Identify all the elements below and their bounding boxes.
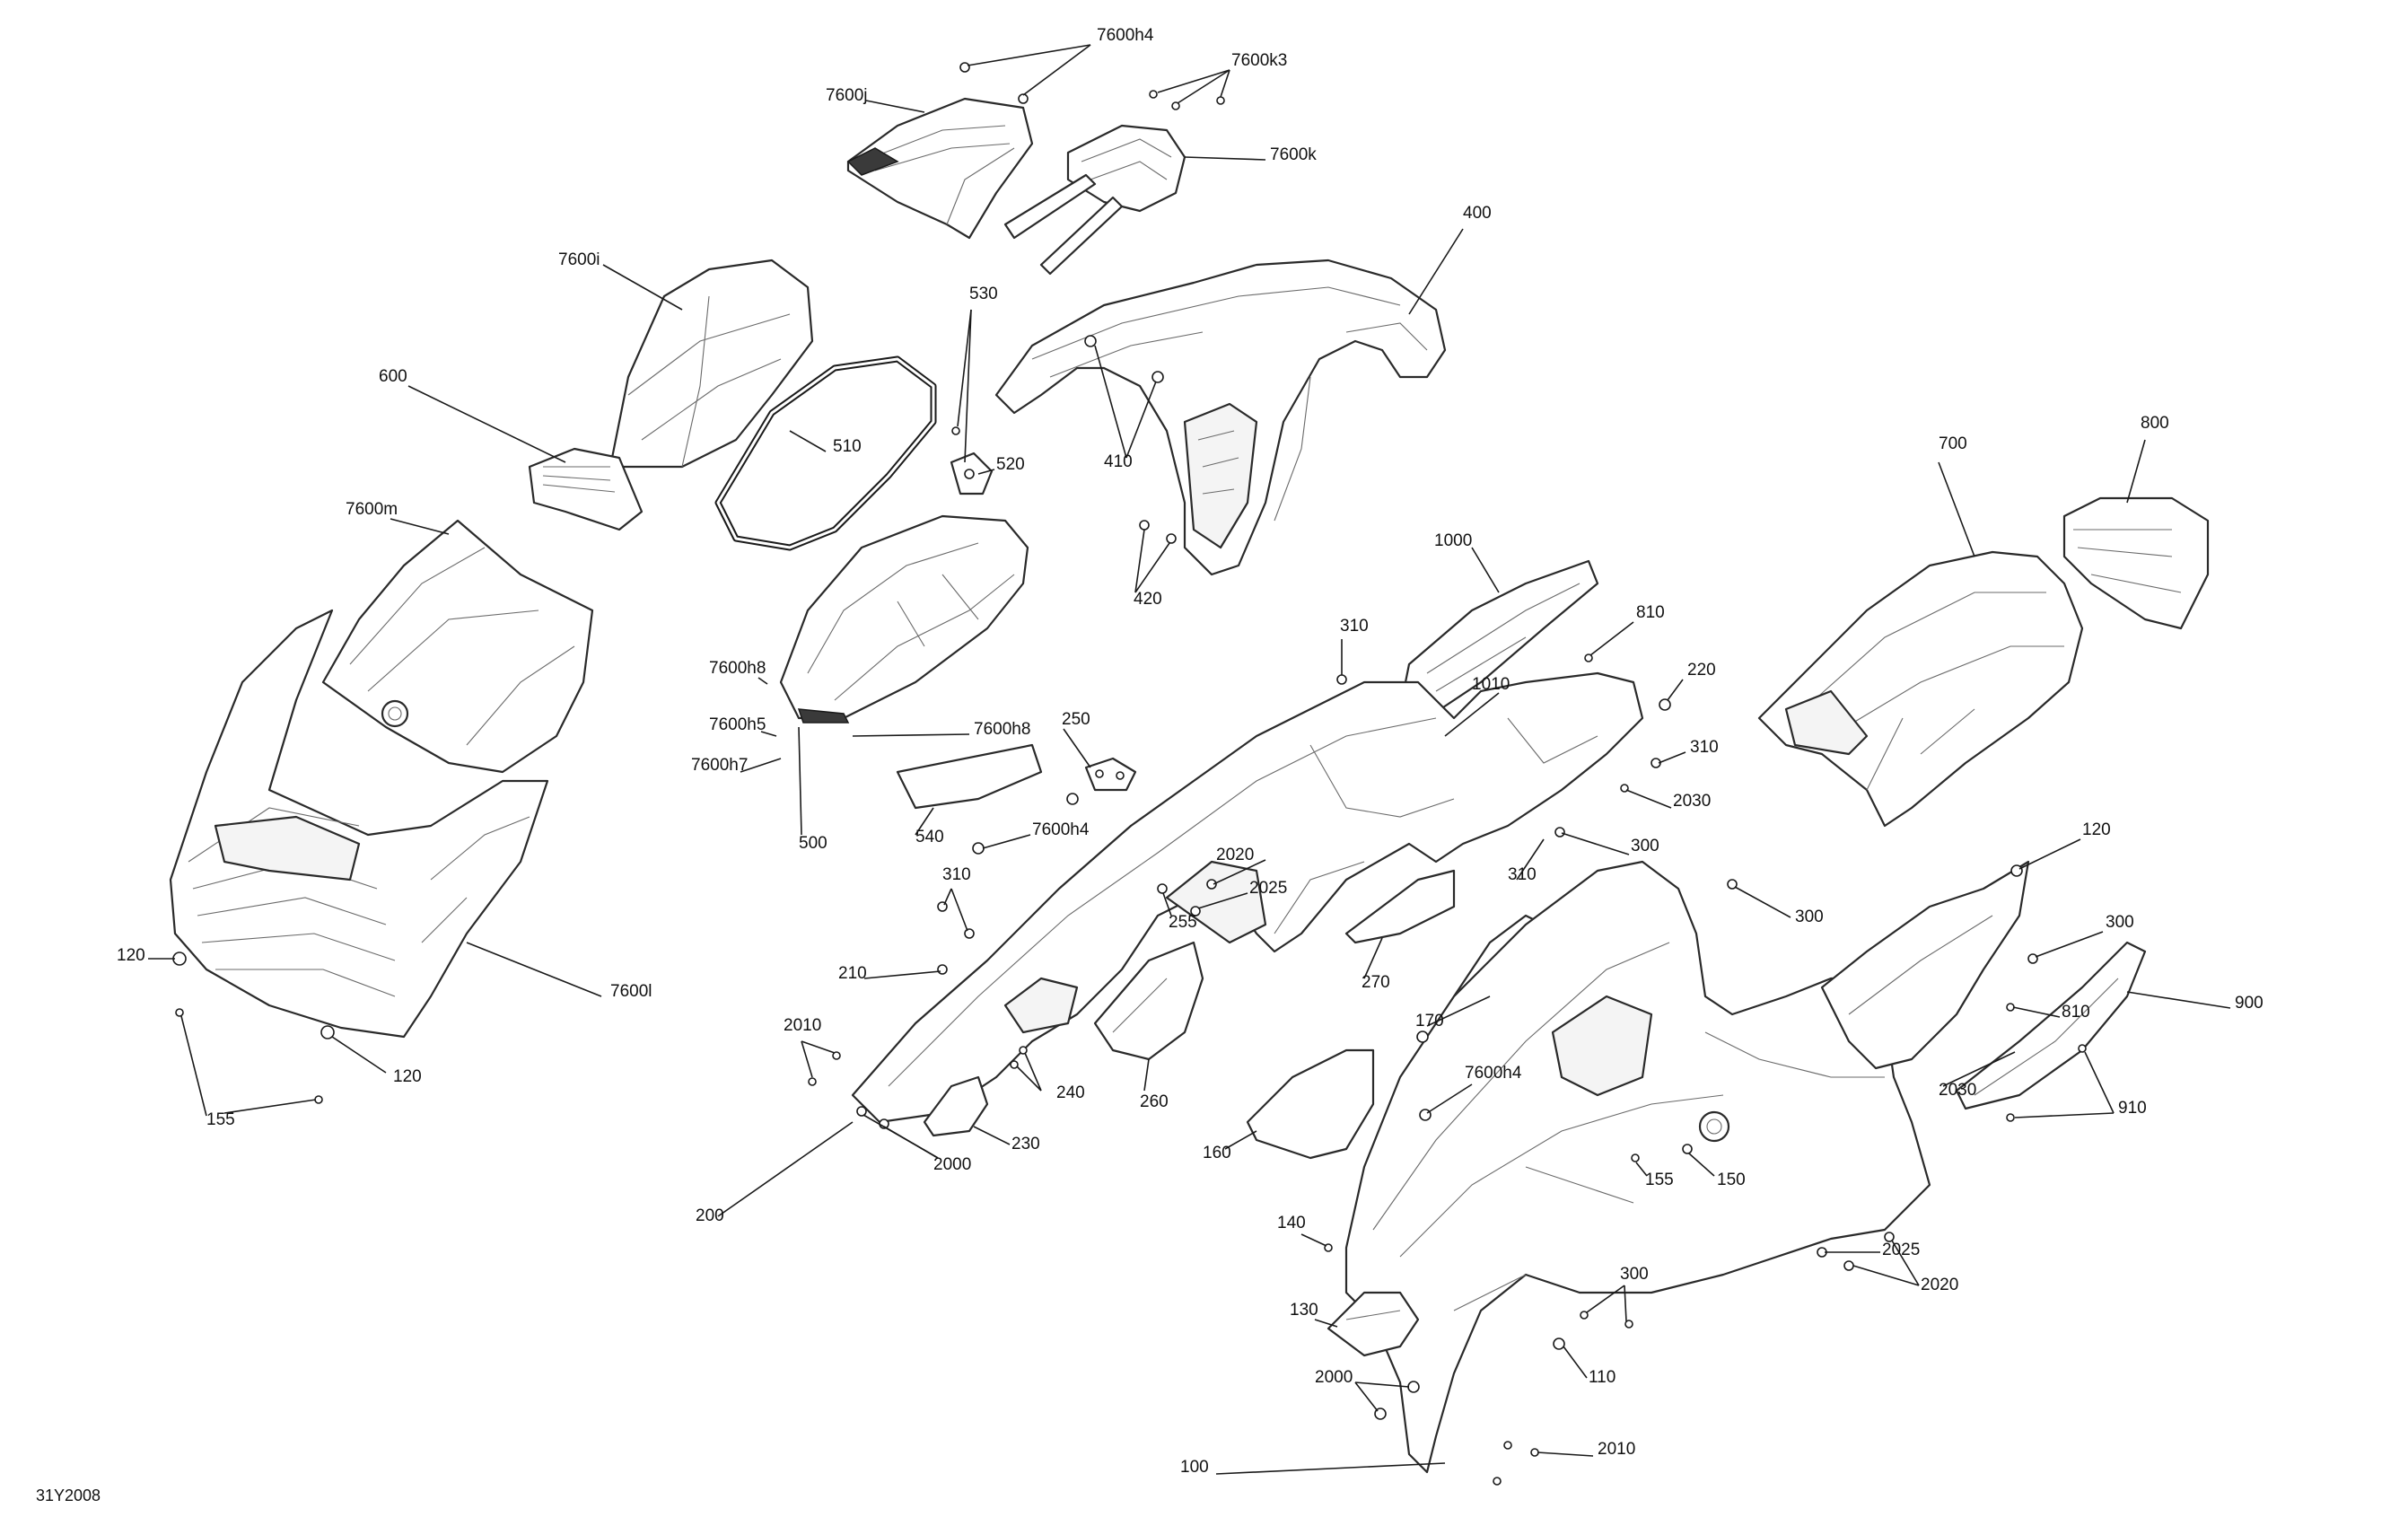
callout-7600h5: 7600h5 xyxy=(709,715,766,734)
part-800-rear-storage xyxy=(2062,496,2210,630)
callout-170: 170 xyxy=(1415,1012,1444,1030)
callout-500: 500 xyxy=(799,834,827,853)
callout-2010-left: 2010 xyxy=(784,1016,821,1035)
part-510-seal xyxy=(714,355,937,551)
callout-810-bottom: 810 xyxy=(2062,1003,2090,1022)
callout-155-right: 155 xyxy=(1645,1171,1674,1189)
callout-2030-a: 2030 xyxy=(1673,792,1711,811)
callout-700: 700 xyxy=(1939,434,1967,453)
callout-7600j: 7600j xyxy=(826,86,868,105)
callout-310-c: 310 xyxy=(942,865,971,884)
part-270-panel xyxy=(1344,869,1456,944)
part-7600j-vent-cover xyxy=(846,97,1034,240)
callout-130: 130 xyxy=(1290,1301,1318,1320)
callout-520: 520 xyxy=(996,455,1025,474)
part-7600m-hood-cover xyxy=(321,519,594,774)
part-900-side-cover xyxy=(1955,941,2147,1110)
callout-7600h8-right: 7600h8 xyxy=(974,720,1030,739)
callout-220: 220 xyxy=(1687,661,1716,680)
callout-100: 100 xyxy=(1180,1458,1209,1477)
callout-2030-b: 2030 xyxy=(1939,1081,1976,1100)
callout-7600l: 7600l xyxy=(610,982,652,1001)
part-250-bracket xyxy=(1084,757,1137,792)
part-230-bracket xyxy=(923,1075,989,1137)
callout-120-c: 120 xyxy=(393,1067,422,1086)
callout-530: 530 xyxy=(969,285,998,303)
callout-260: 260 xyxy=(1140,1092,1169,1111)
callout-420: 420 xyxy=(1134,590,1162,609)
callout-300-a: 300 xyxy=(1631,837,1659,855)
callout-7600k: 7600k xyxy=(1270,145,1317,164)
diagram-reference-code: 31Y2008 xyxy=(36,1487,101,1504)
callout-2010-right: 2010 xyxy=(1598,1440,1635,1459)
callout-510: 510 xyxy=(833,437,862,456)
fasteners xyxy=(172,62,2087,1486)
callout-110: 110 xyxy=(1589,1368,1616,1387)
callout-400: 400 xyxy=(1463,204,1492,223)
callout-140: 140 xyxy=(1277,1214,1306,1232)
callout-2025-b: 2025 xyxy=(1882,1241,1920,1259)
callout-155-left: 155 xyxy=(206,1110,235,1129)
callout-2020-b: 2020 xyxy=(1921,1276,1958,1294)
callout-7600h4-low: 7600h4 xyxy=(1465,1064,1522,1083)
callout-250: 250 xyxy=(1062,710,1090,729)
callout-2000-low: 2000 xyxy=(1315,1368,1353,1387)
part-7600l-front-fascia xyxy=(169,609,549,1039)
part-400-rear-body xyxy=(994,259,1447,576)
part-600-grill xyxy=(528,447,644,531)
callout-310-b: 310 xyxy=(1690,738,1719,757)
callout-300-d: 300 xyxy=(1620,1265,1649,1284)
callout-270: 270 xyxy=(1362,973,1390,992)
callout-310-a: 310 xyxy=(1340,617,1369,636)
callout-1010: 1010 xyxy=(1472,675,1510,694)
callout-7600h4-top: 7600h4 xyxy=(1097,26,1154,45)
part-520-bracket xyxy=(950,452,994,496)
callout-300-c: 300 xyxy=(2106,913,2134,932)
part-rear-frame xyxy=(1820,860,2030,1070)
callout-800: 800 xyxy=(2141,414,2169,433)
callout-200: 200 xyxy=(696,1206,724,1225)
callout-120-a: 120 xyxy=(2082,820,2111,839)
callout-2000-mid: 2000 xyxy=(933,1155,971,1174)
callout-labels: 7600h4 7600k3 7600j 7600k 400 7600i 530 600 510 5… xyxy=(117,26,2264,1477)
callout-7600h4-mid: 7600h4 xyxy=(1032,820,1090,839)
callout-810-top: 810 xyxy=(1636,603,1665,622)
part-7600k-grip-cover xyxy=(1003,124,1186,276)
callout-910: 910 xyxy=(2118,1099,2147,1118)
callout-210: 210 xyxy=(838,964,867,983)
callout-2025-a: 2025 xyxy=(1249,879,1287,898)
callout-7600m: 7600m xyxy=(346,500,398,519)
callout-7600h7: 7600h7 xyxy=(691,756,748,775)
part-160-panel xyxy=(1246,1048,1375,1160)
callout-1000: 1000 xyxy=(1434,531,1472,550)
callout-2020-a: 2020 xyxy=(1216,846,1254,864)
callout-120-b: 120 xyxy=(117,946,145,965)
callout-240: 240 xyxy=(1056,1083,1085,1102)
callout-255: 255 xyxy=(1169,913,1197,932)
part-700-seat xyxy=(1757,550,2084,828)
part-100-lower-body xyxy=(1344,860,1931,1474)
callout-410: 410 xyxy=(1104,452,1133,471)
callout-900: 900 xyxy=(2235,994,2264,1013)
callout-600: 600 xyxy=(379,367,407,386)
callout-7600h8-left: 7600h8 xyxy=(709,659,766,678)
part-130-bracket xyxy=(1327,1291,1420,1357)
callout-230: 230 xyxy=(1011,1135,1040,1153)
part-500-storage-bin xyxy=(779,514,1029,724)
callout-310-d: 310 xyxy=(1508,865,1537,884)
callout-7600i: 7600i xyxy=(558,250,600,269)
part-540-trim xyxy=(896,743,1043,810)
callout-160: 160 xyxy=(1203,1144,1231,1162)
part-7600i-top-cover xyxy=(609,259,814,469)
callout-300-b: 300 xyxy=(1795,908,1824,926)
part-260-panel xyxy=(1093,941,1204,1061)
callout-7600k3: 7600k3 xyxy=(1231,51,1287,70)
callout-150: 150 xyxy=(1717,1171,1746,1189)
leader-lines xyxy=(148,44,2231,1475)
callout-540: 540 xyxy=(915,828,944,846)
